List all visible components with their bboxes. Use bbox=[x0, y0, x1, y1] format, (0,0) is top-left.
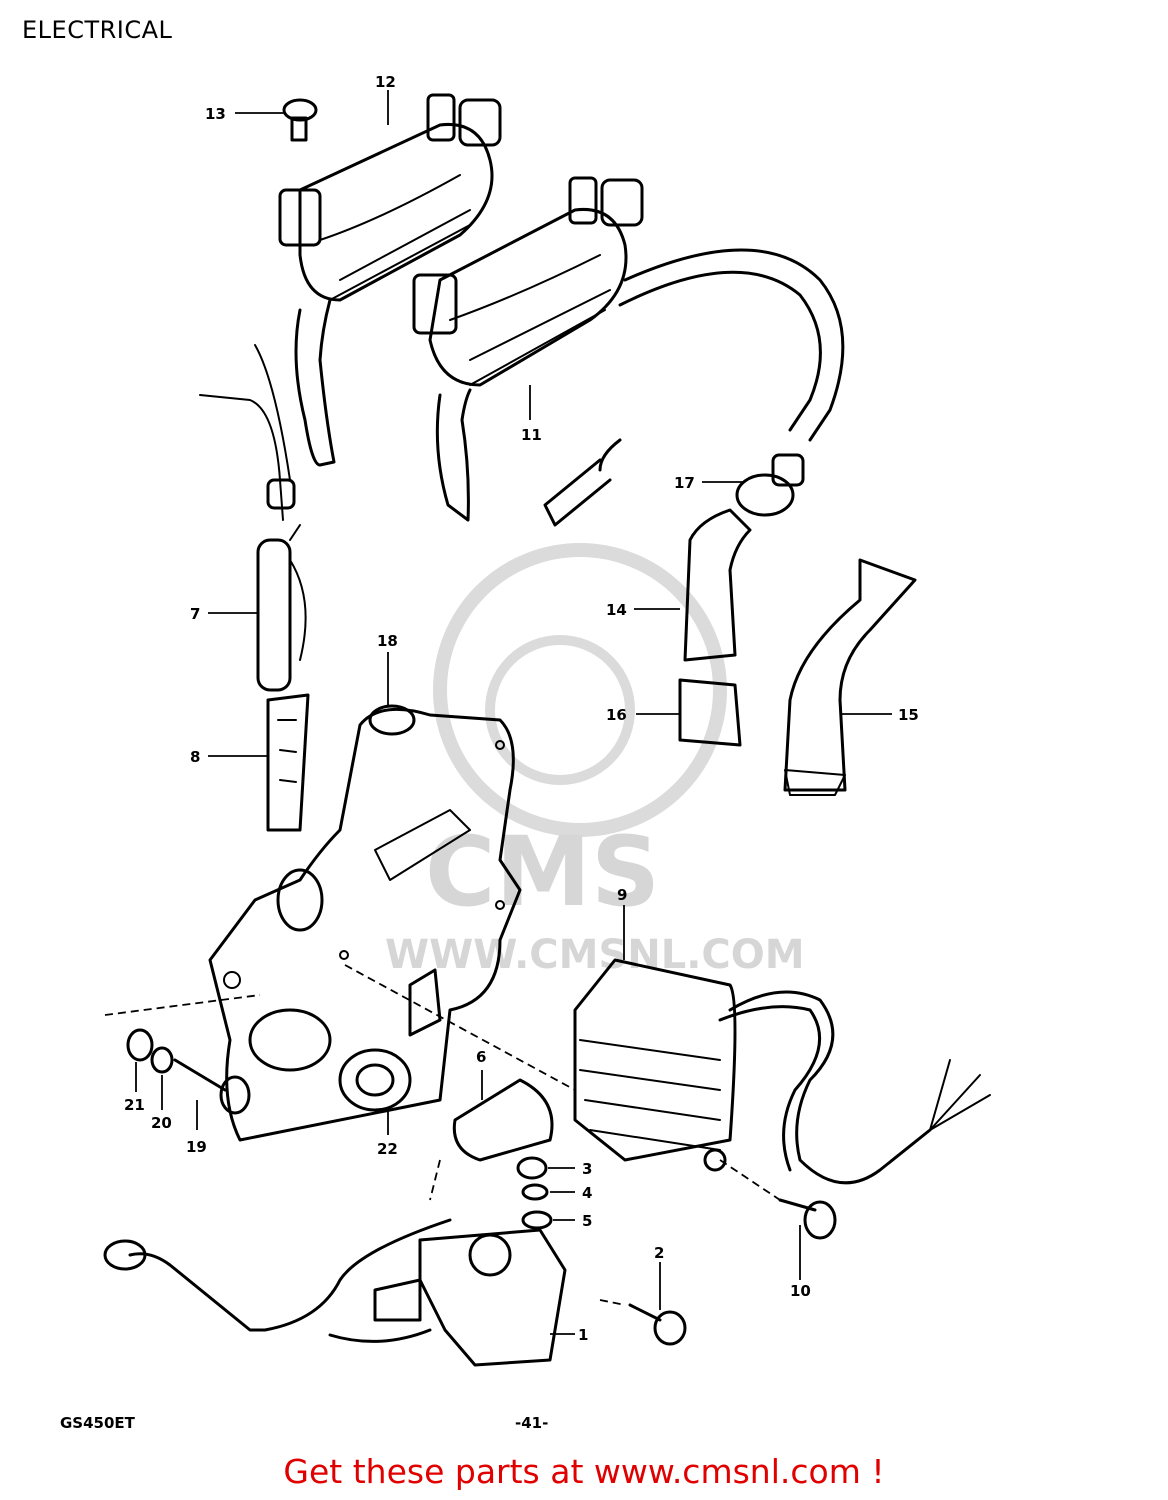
high-tension-lead[interactable] bbox=[543, 248, 845, 527]
callout-1: 1 bbox=[578, 1326, 588, 1344]
model-code: GS450ET bbox=[60, 1414, 135, 1432]
callout-13: 13 bbox=[205, 105, 226, 123]
mounting-bracket[interactable] bbox=[208, 704, 522, 1142]
callout-11: 11 bbox=[521, 426, 542, 444]
callout-18: 18 bbox=[377, 632, 398, 650]
promo-link[interactable]: Get these parts at www.cmsnl.com ! bbox=[283, 1452, 885, 1491]
watermark-logo: CMS WWW.CMSNL.COM bbox=[385, 543, 805, 978]
callout-22: 22 bbox=[377, 1140, 398, 1158]
plug-cap-14[interactable] bbox=[678, 508, 752, 747]
washer-4[interactable] bbox=[521, 1183, 549, 1201]
callout-20: 20 bbox=[151, 1114, 172, 1132]
parts-diagram: CMS WWW.CMSNL.COM bbox=[103, 73, 991, 1367]
condenser-harness[interactable] bbox=[199, 344, 310, 832]
cap-6[interactable] bbox=[452, 1078, 554, 1162]
screw-13[interactable] bbox=[282, 98, 318, 142]
callout-21: 21 bbox=[124, 1096, 145, 1114]
callout-14: 14 bbox=[606, 601, 627, 619]
page-title: ELECTRICAL bbox=[22, 16, 173, 44]
callout-8: 8 bbox=[190, 748, 200, 766]
callout-4: 4 bbox=[582, 1184, 592, 1202]
callouts: 12 13 11 17 14 16 15 7 8 18 9 6 3 4 5 2 bbox=[124, 73, 919, 1344]
washer-5[interactable] bbox=[521, 1210, 553, 1230]
callout-5: 5 bbox=[582, 1212, 592, 1230]
ignition-coil-upper[interactable] bbox=[278, 93, 502, 467]
screw-2[interactable] bbox=[628, 1303, 687, 1346]
callout-16: 16 bbox=[606, 706, 627, 724]
callout-7: 7 bbox=[190, 605, 200, 623]
callout-9: 9 bbox=[617, 886, 627, 904]
watermark-url: WWW.CMSNL.COM bbox=[385, 932, 805, 978]
washer-20[interactable] bbox=[150, 1046, 174, 1074]
washer-21[interactable] bbox=[126, 1028, 154, 1062]
callout-17: 17 bbox=[674, 474, 695, 492]
bolt-10[interactable] bbox=[778, 1198, 837, 1240]
cap-grommet-17[interactable] bbox=[735, 453, 805, 517]
callout-12: 12 bbox=[375, 73, 396, 91]
assembly-lines bbox=[104, 964, 781, 1306]
callout-19: 19 bbox=[186, 1138, 207, 1156]
regulator-rectifier[interactable] bbox=[573, 958, 991, 1185]
ignition-coil-lower[interactable] bbox=[412, 176, 644, 522]
nut-3[interactable] bbox=[516, 1156, 548, 1180]
plug-cap-15[interactable] bbox=[783, 558, 917, 796]
page-number: -41- bbox=[515, 1414, 549, 1432]
callout-3: 3 bbox=[582, 1160, 592, 1178]
grommet-22[interactable] bbox=[338, 1048, 412, 1112]
starter-relay[interactable] bbox=[103, 1218, 567, 1367]
callout-6: 6 bbox=[476, 1048, 486, 1066]
callout-2: 2 bbox=[654, 1244, 664, 1262]
bolt-19[interactable] bbox=[173, 1058, 251, 1115]
callout-10: 10 bbox=[790, 1282, 811, 1300]
callout-15: 15 bbox=[898, 706, 919, 724]
